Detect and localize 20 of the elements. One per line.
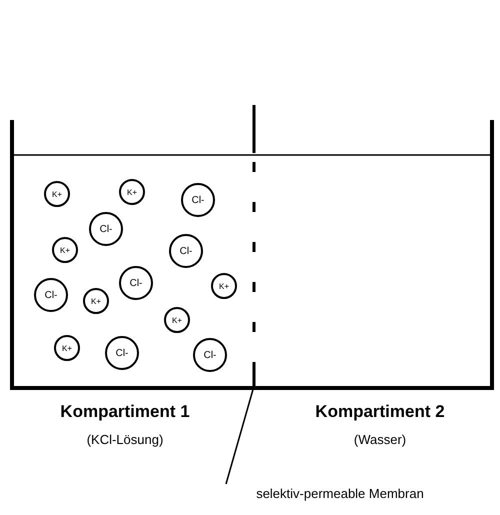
ion-circle: K+ bbox=[83, 288, 109, 314]
membrane-line bbox=[252, 105, 256, 386]
membrane-label: selektiv-permeable Membran bbox=[256, 486, 424, 501]
compartment-subtitle: (Wasser) bbox=[354, 432, 406, 447]
ion-circle: Cl- bbox=[193, 338, 227, 372]
ion-circle: K+ bbox=[44, 181, 70, 207]
ion-circle: K+ bbox=[54, 335, 80, 361]
compartment-title: Kompartiment 2 bbox=[315, 402, 445, 422]
compartment-title: Kompartiment 1 bbox=[60, 402, 190, 422]
compartment-subtitle: (KCl-Lösung) bbox=[86, 432, 164, 447]
ion-circle: Cl- bbox=[119, 266, 153, 300]
ion-circle: K+ bbox=[52, 237, 78, 263]
ion-circle: K+ bbox=[119, 179, 145, 205]
ion-circle: K+ bbox=[164, 307, 190, 333]
ion-circle: Cl- bbox=[89, 212, 123, 246]
ion-circle: Cl- bbox=[181, 183, 215, 217]
ion-circle: Cl- bbox=[34, 278, 68, 312]
ion-circle: Cl- bbox=[169, 234, 203, 268]
ion-circle: Cl- bbox=[105, 336, 139, 370]
ion-circle: K+ bbox=[211, 273, 237, 299]
